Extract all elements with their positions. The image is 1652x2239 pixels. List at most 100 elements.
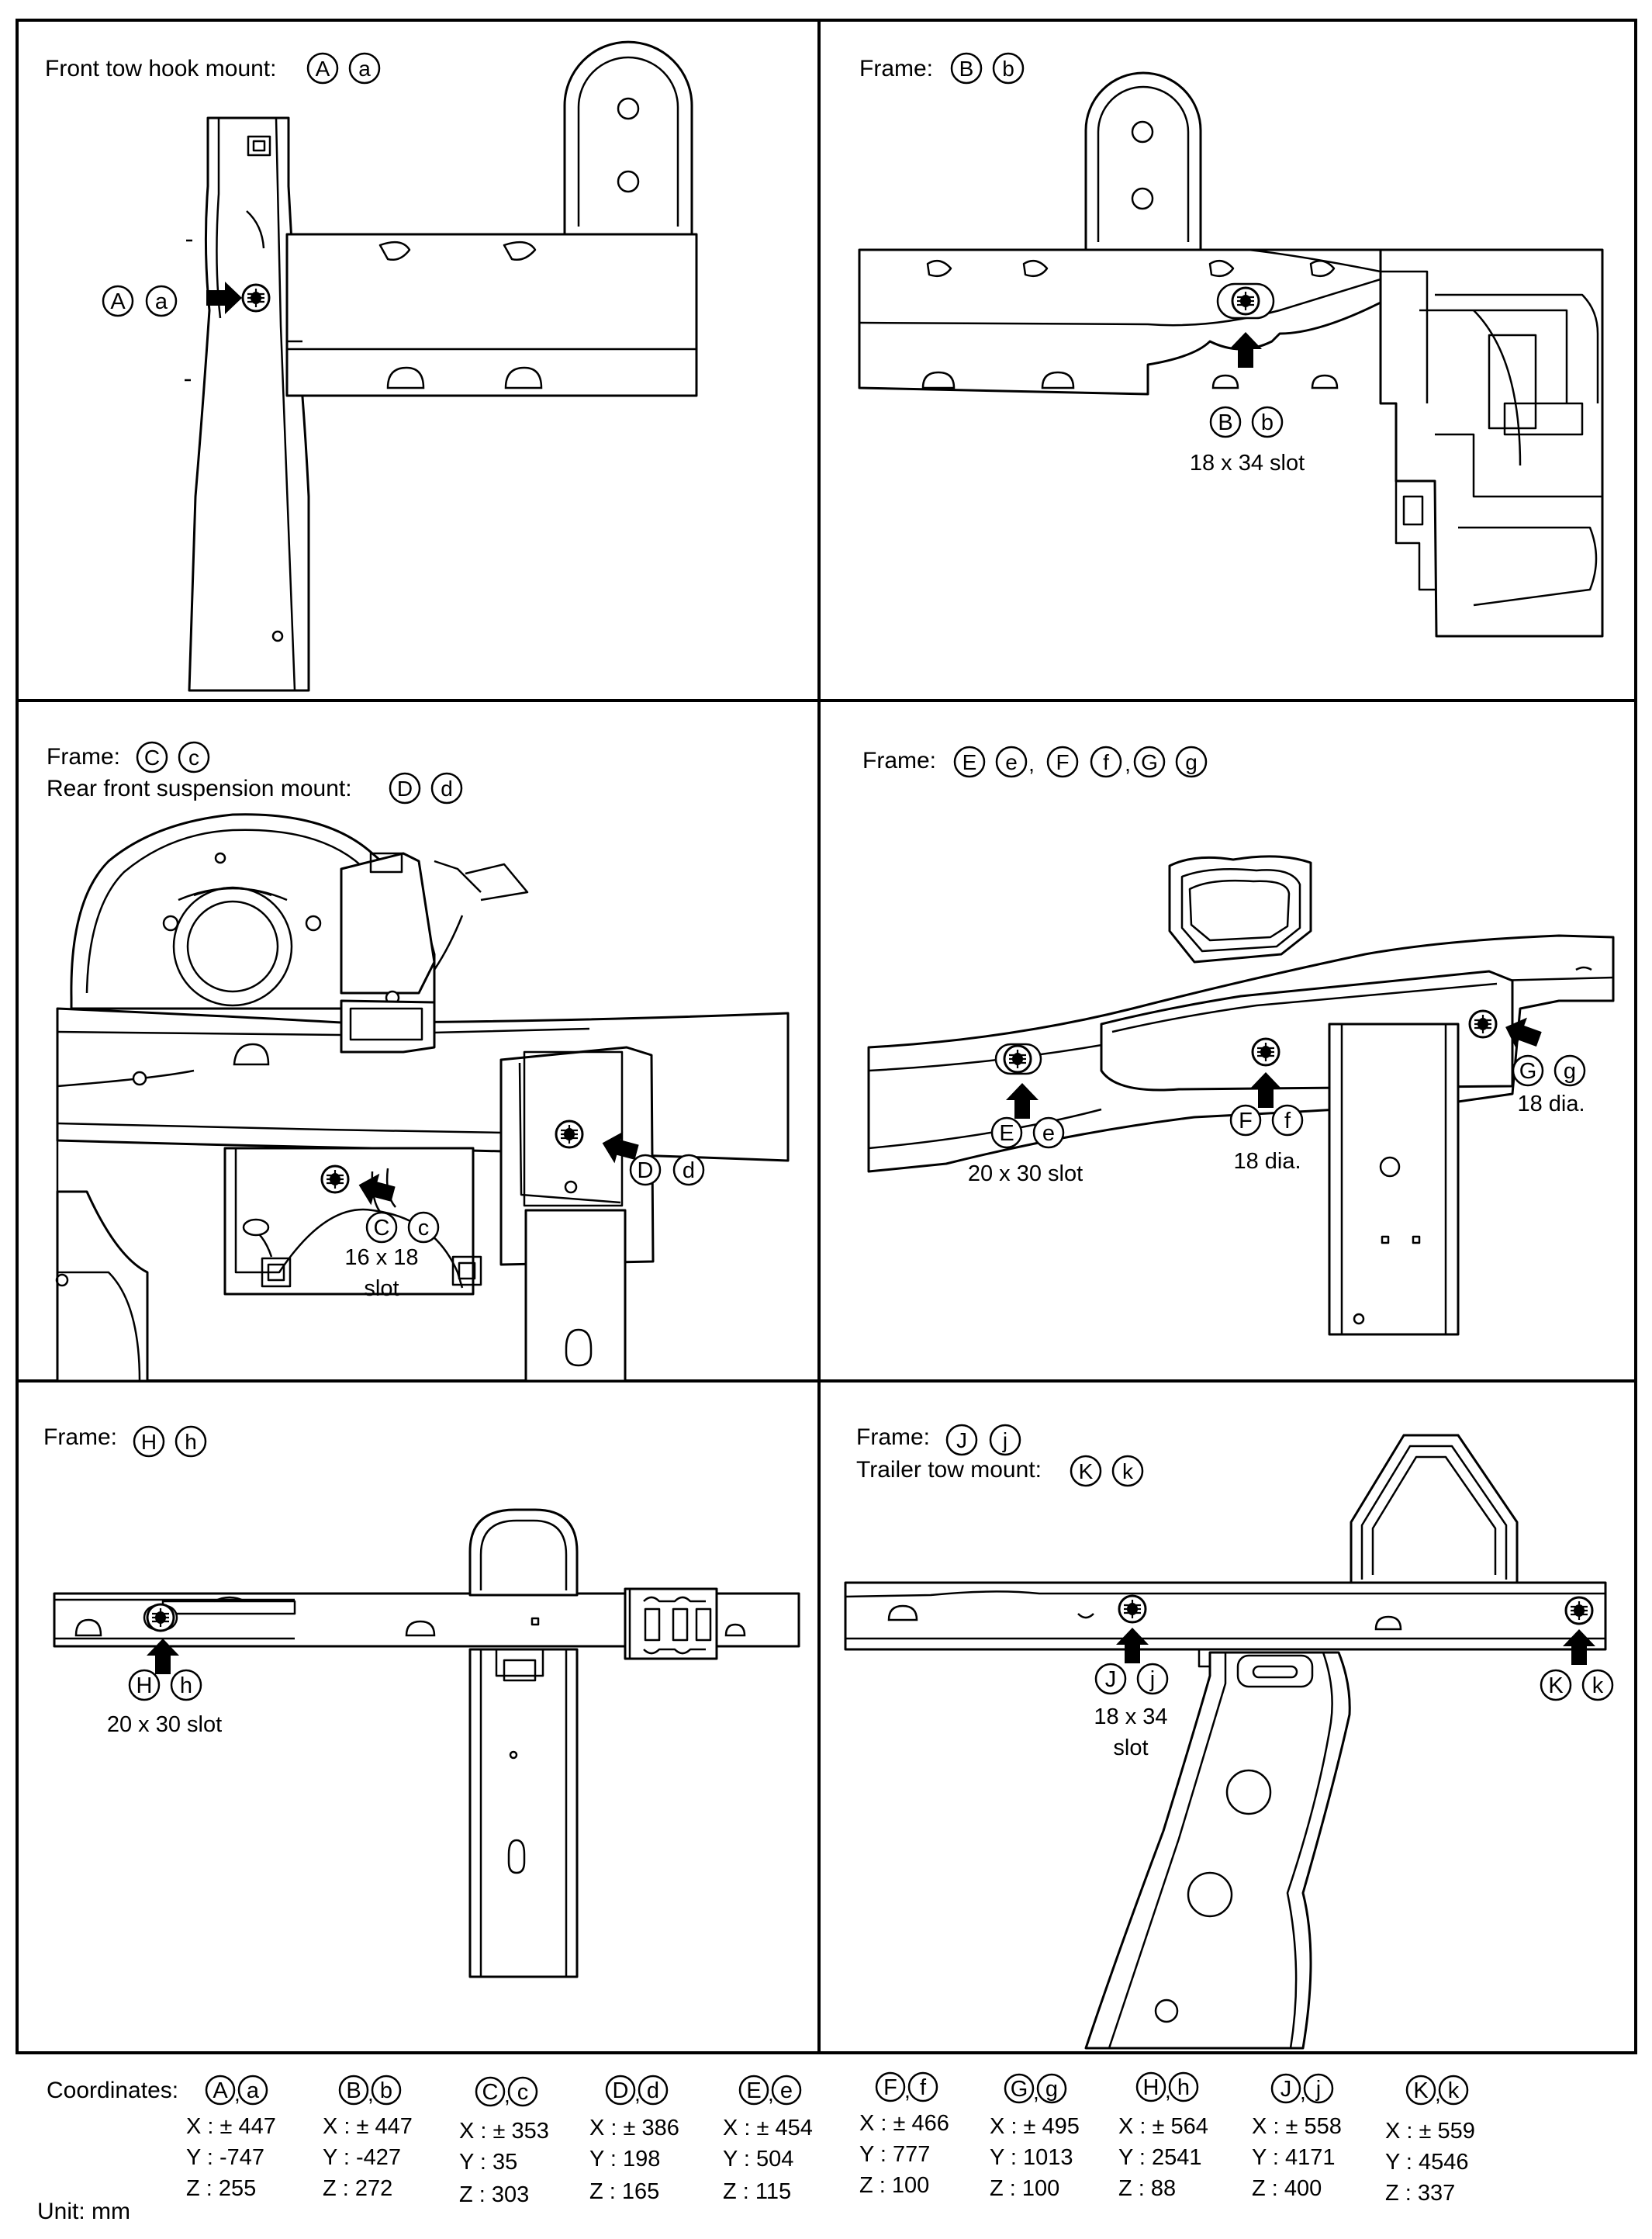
point-letter: e <box>780 2078 793 2103</box>
point-letter-circle <box>605 2075 636 2106</box>
coordinate-x: X : ± 466 <box>859 2111 949 2136</box>
point-letter: g <box>1045 2077 1058 2102</box>
point-letter-separator: , <box>1165 2078 1171 2102</box>
panel-2-title: Frame: <box>859 56 933 81</box>
point-letter: G <box>1011 2077 1028 2102</box>
svg-text:18 x 34 slot: 18 x 34 slot <box>1190 451 1305 476</box>
coordinate-y: Y : 4546 <box>1385 2150 1469 2175</box>
coordinate-y: Y : 2541 <box>1118 2145 1202 2170</box>
svg-text:G: G <box>1141 750 1158 774</box>
callout-D: D d <box>555 1120 705 1186</box>
callout-C: C c 16 x 18 slot <box>320 1164 440 1301</box>
panel-1-title: Front tow hook mount: <box>45 56 276 81</box>
svg-text:k: k <box>1122 1459 1134 1483</box>
svg-text:g: g <box>1185 750 1198 774</box>
frame-rail-drawing <box>53 1508 800 1978</box>
callout-H: H h 20 x 30 slot <box>107 1603 222 1737</box>
coordinate-z: Z : 303 <box>459 2182 529 2207</box>
coordinate-z: Z : 255 <box>186 2176 256 2201</box>
point-letter-circle <box>1438 2075 1469 2106</box>
svg-text:g: g <box>1564 1059 1576 1084</box>
svg-text:18 dia.: 18 dia. <box>1517 1092 1585 1116</box>
point-letter-separator: , <box>1300 2080 1306 2104</box>
point-letter-circle <box>1135 2071 1166 2102</box>
coordinate-y: Y : -427 <box>323 2145 401 2170</box>
coordinate-z: Z : 400 <box>1252 2176 1322 2201</box>
point-letter: D <box>613 2078 629 2103</box>
coordinate-z: Z : 100 <box>859 2173 929 2198</box>
svg-text:C: C <box>374 1216 390 1241</box>
callout-K: K k <box>1540 1596 1614 1701</box>
svg-text:e: e <box>1005 750 1018 774</box>
frame-rail-drawing <box>844 1434 1607 2050</box>
point-letter-separator: , <box>768 2082 774 2106</box>
svg-text:D: D <box>397 777 413 801</box>
point-letter-circle <box>875 2071 906 2102</box>
coordinate-y: Y : 4171 <box>1252 2145 1336 2170</box>
panel-front-tow-hook: Front tow hook mount: A a <box>45 40 698 692</box>
callout-F: F f 18 dia. <box>1229 1037 1304 1174</box>
svg-text:E: E <box>963 750 977 774</box>
point-letter-circle <box>907 2071 938 2102</box>
svg-text:K: K <box>1548 1673 1564 1698</box>
point-letter: d <box>647 2078 659 2103</box>
svg-text:e: e <box>1042 1121 1055 1146</box>
coordinate-x: X : ± 495 <box>990 2114 1080 2139</box>
callout-J: J j 18 x 34 slot <box>1094 1594 1169 1760</box>
point-letter-circle <box>1168 2071 1199 2102</box>
point-letter-circle <box>1405 2075 1436 2106</box>
svg-text:F: F <box>1239 1109 1253 1133</box>
coordinates-title: Coordinates: <box>47 2078 178 2103</box>
callout-G: G g 18 dia. <box>1468 1009 1586 1116</box>
svg-text:d: d <box>683 1158 695 1183</box>
point-letter-circle <box>371 2075 402 2106</box>
svg-text:B: B <box>959 57 974 81</box>
svg-text:f: f <box>1284 1109 1291 1133</box>
svg-text:K: K <box>1079 1459 1094 1483</box>
point-letter-circle <box>338 2075 369 2106</box>
panel-6-title-2: Trailer tow mount: <box>856 1457 1042 1483</box>
callout-B: B b 18 x 34 slot <box>1190 282 1305 476</box>
svg-text:J: J <box>1105 1667 1117 1692</box>
svg-text:B: B <box>1218 410 1232 435</box>
panel-frame-e-f-g: Frame: E e , F f , G g <box>862 746 1615 1336</box>
panel-6-title: Frame: <box>856 1424 930 1450</box>
callout-A: A a <box>102 282 271 317</box>
panel-frame-c-d: Frame: C c Rear front suspension mount: … <box>47 741 790 1383</box>
panel-1-title-letters: A a <box>306 52 381 85</box>
point-letter-separator: , <box>634 2082 641 2106</box>
point-letter-circle <box>1303 2073 1334 2104</box>
svg-text:18 dia.: 18 dia. <box>1233 1149 1301 1174</box>
svg-text:E: E <box>999 1121 1014 1146</box>
svg-text:h: h <box>180 1673 192 1698</box>
panel-grid <box>16 19 1637 2054</box>
coordinate-x: X : ± 564 <box>1118 2114 1208 2139</box>
coordinate-z: Z : 165 <box>589 2179 659 2204</box>
callout-E: E e 20 x 30 slot <box>968 1043 1083 1186</box>
point-letter-separator: , <box>904 2078 911 2102</box>
panel-3-title-2: Rear front suspension mount: <box>47 776 352 801</box>
coordinate-x: X : ± 447 <box>186 2114 276 2139</box>
point-letter-circle <box>1036 2073 1067 2104</box>
panel-frame-h: Frame: H h <box>43 1424 800 1978</box>
frame-rail-drawing <box>867 855 1615 1336</box>
svg-text:c: c <box>418 1216 430 1241</box>
panel-4-title: Frame: <box>862 748 936 773</box>
svg-text:,: , <box>1028 752 1035 776</box>
svg-text:c: c <box>188 746 199 770</box>
point-letter: F <box>883 2075 897 2100</box>
point-letter: f <box>920 2075 927 2100</box>
coordinate-x: X : ± 447 <box>323 2114 413 2139</box>
frame-rail-drawing <box>858 71 1604 638</box>
panel-5-title: Frame: <box>43 1424 117 1450</box>
svg-text:H: H <box>137 1673 153 1698</box>
point-letter-separator: , <box>1435 2082 1441 2106</box>
